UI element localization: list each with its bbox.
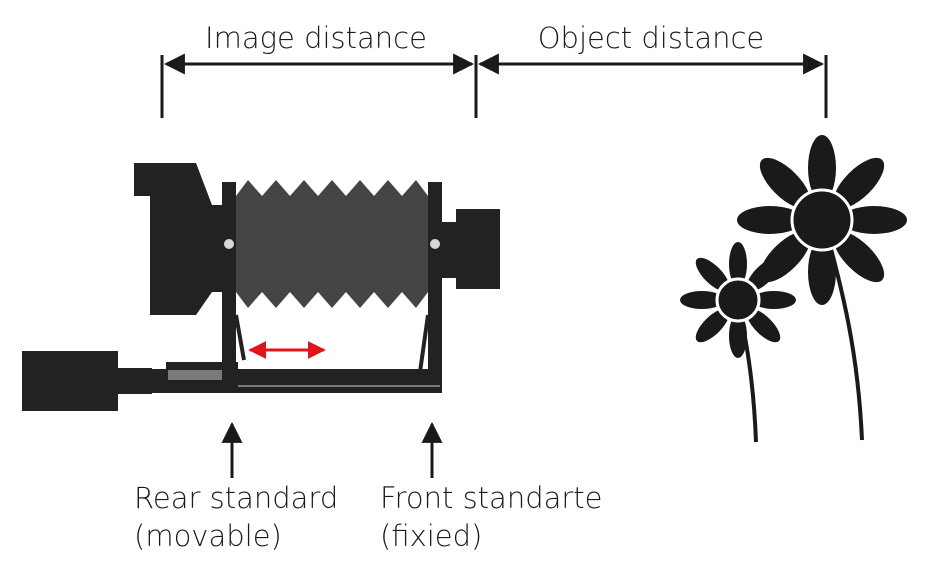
large-flower-petal xyxy=(808,135,836,201)
small-flower-petal xyxy=(695,257,730,292)
small-flower-petal xyxy=(746,308,781,343)
camera-body xyxy=(134,163,232,315)
front-pivot-dot xyxy=(430,239,440,249)
lens xyxy=(456,209,500,289)
slider-plate xyxy=(168,370,236,380)
front-standard xyxy=(428,182,442,378)
rear-standard xyxy=(222,182,236,380)
small-flower-petal xyxy=(746,257,781,292)
small-flower-petal xyxy=(752,291,796,309)
small-flower-petal xyxy=(729,242,747,286)
bellows xyxy=(236,180,428,308)
large-flower-petal xyxy=(808,239,836,305)
large-flower xyxy=(737,135,907,305)
object-distance-label: Object distance xyxy=(538,21,765,55)
front-standard-label: Front standarte xyxy=(380,481,603,515)
small-flower xyxy=(680,242,796,358)
bellows-apparatus xyxy=(22,163,500,411)
small-flower-petal xyxy=(680,291,724,309)
large-flower-center xyxy=(790,188,854,252)
large-flower-petal xyxy=(833,157,885,209)
rear-pivot-dot xyxy=(224,239,234,249)
lens-mount xyxy=(442,222,460,278)
large-flower-petal xyxy=(737,206,803,234)
large-flower-petal xyxy=(759,157,811,209)
rear-standard-label: Rear standard xyxy=(134,481,338,515)
large-flower-petal xyxy=(833,231,885,283)
rail-knob-stem xyxy=(112,368,152,394)
image-distance-label: Image distance xyxy=(205,21,427,55)
dimension-markers xyxy=(160,53,828,118)
small-flower-petal xyxy=(729,314,747,358)
small-flower-petal xyxy=(695,308,730,343)
rear-bracket-inner xyxy=(234,314,246,361)
small-flower-center xyxy=(715,277,761,323)
rear-standard-sublabel: (movable) xyxy=(134,519,282,553)
front-standard-sublabel: (fixied) xyxy=(380,519,482,553)
large-flower-petal xyxy=(841,206,907,234)
front-bracket-inner xyxy=(418,314,430,373)
flowers-object xyxy=(680,135,907,443)
rail-knob xyxy=(22,351,118,411)
